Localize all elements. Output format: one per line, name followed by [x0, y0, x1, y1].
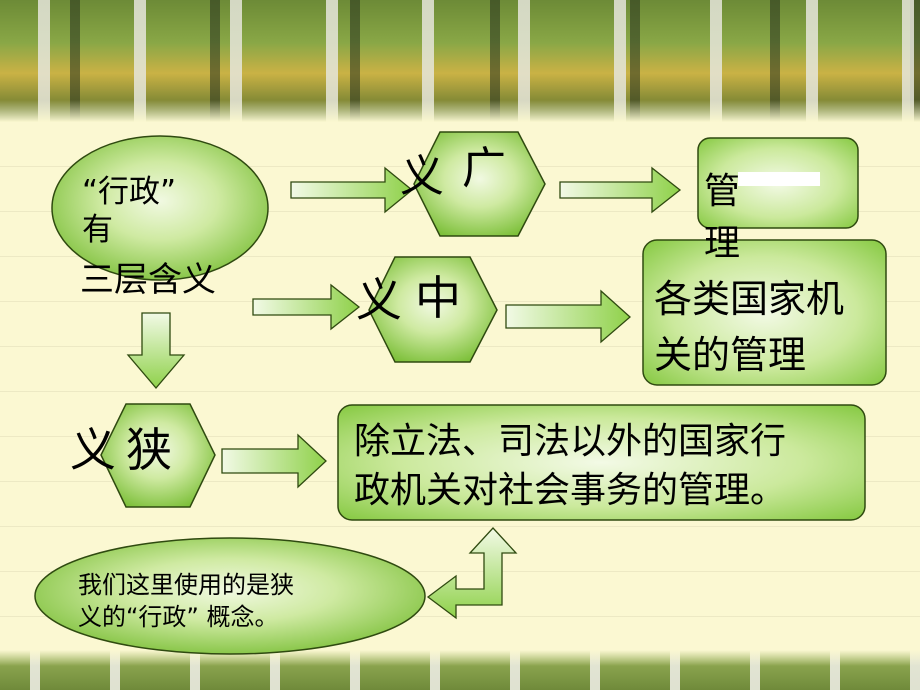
narrow-meaning-line2: 政机关对社会事务的管理。 — [354, 470, 787, 511]
narrow-meaning-line1: 除立法、司法以外的国家行 — [354, 421, 787, 462]
narrow-hexagon — [100, 403, 216, 508]
note-line2: 义的“行政” 概念。 — [78, 603, 279, 631]
broad-label-char1: 义 — [400, 151, 444, 202]
middle-label-char2: 中 — [415, 271, 461, 325]
note-line1: 我们这里使用的是狭 — [78, 571, 294, 599]
arrow-center-to-middle — [252, 283, 361, 331]
broad-label-char2: 广 — [462, 143, 506, 194]
middle-label-char1: 义 — [356, 273, 402, 327]
narrow-meaning-box — [337, 404, 866, 521]
narrow-label-char1: 义 — [70, 423, 116, 477]
middle-meaning-line1: 各类国家机 — [654, 277, 845, 321]
middle-meaning-line2: 关的管理 — [654, 333, 807, 377]
arrow-narrow-to-meaning — [221, 433, 327, 489]
middle-hexagon — [368, 256, 498, 363]
arrow-broad-to-meaning — [559, 166, 682, 214]
note-ellipse — [34, 537, 426, 655]
center-node-title: “行政” — [82, 174, 177, 210]
broad-hexagon — [413, 131, 546, 237]
narrow-label-char2: 狭 — [126, 423, 172, 477]
broad-meaning-char2: 理 — [704, 223, 741, 264]
forest-header-image — [0, 0, 920, 122]
middle-meaning-box — [642, 239, 887, 386]
broad-meaning-char1: 管 — [704, 171, 741, 212]
broad-box-highlight — [738, 172, 820, 186]
center-ellipse — [51, 135, 269, 281]
arrow-middle-to-meaning — [505, 289, 631, 344]
arrow-center-to-broad — [290, 166, 414, 214]
arrow-note-to-meaning — [426, 527, 518, 620]
center-node-you: 有 — [82, 212, 113, 248]
center-node-subtitle: 三层含义 — [80, 260, 216, 300]
arrow-center-to-narrow — [126, 312, 186, 390]
